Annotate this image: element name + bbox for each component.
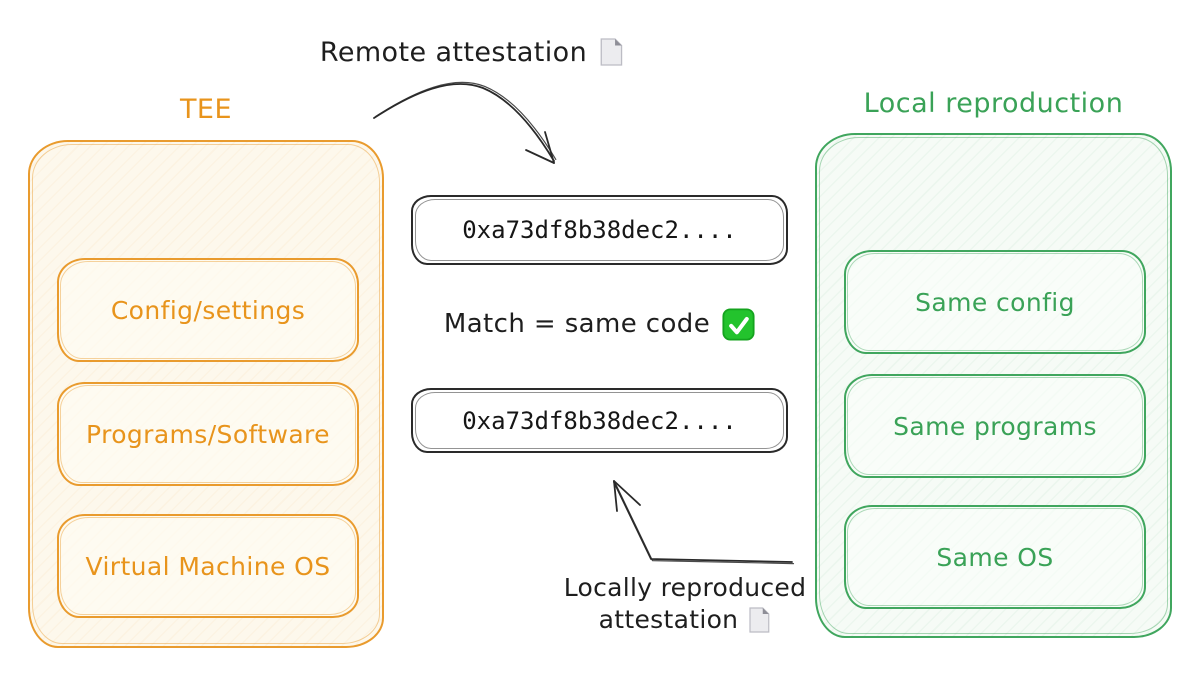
local-hash-value: 0xa73df8b38dec2.... bbox=[462, 406, 737, 435]
locally-reproduced-caption: Locally reproduced attestation bbox=[535, 572, 835, 636]
tee-item-vm-os: Virtual Machine OS bbox=[57, 514, 359, 618]
tee-item-config: Config/settings bbox=[57, 258, 359, 362]
tee-item-programs: Programs/Software bbox=[57, 382, 359, 486]
check-icon bbox=[722, 307, 755, 341]
tee-panel: Config/settings Programs/Software Virtua… bbox=[28, 140, 384, 648]
local-item-os-label: Same OS bbox=[936, 542, 1054, 572]
local-item-programs: Same programs bbox=[844, 374, 1146, 478]
local-item-os: Same OS bbox=[844, 505, 1146, 609]
remote-hash-value: 0xa73df8b38dec2.... bbox=[462, 216, 737, 244]
locally-reproduced-line1: Locally reproduced bbox=[563, 573, 807, 602]
tee-panel-title: TEE bbox=[179, 94, 233, 125]
local-panel-title: Local reproduction bbox=[863, 88, 1124, 119]
tee-item-vm-os-label: Virtual Machine OS bbox=[85, 551, 331, 581]
match-label: Match = same code bbox=[443, 309, 711, 339]
remote-attestation-label: Remote attestation bbox=[319, 36, 588, 68]
match-caption: Match = same code bbox=[401, 303, 798, 345]
local-hash-box: 0xa73df8b38dec2.... bbox=[411, 388, 788, 453]
local-item-config: Same config bbox=[844, 250, 1146, 354]
local-item-config-label: Same config bbox=[915, 287, 1075, 317]
locally-reproduced-arrow bbox=[613, 480, 795, 565]
remote-hash-box: 0xa73df8b38dec2.... bbox=[411, 195, 788, 265]
local-reproduction-panel: Same config Same programs Same OS bbox=[815, 133, 1172, 638]
locally-reproduced-line2: attestation bbox=[598, 605, 739, 634]
remote-attestation-caption: Remote attestation bbox=[302, 34, 642, 70]
tee-item-programs-label: Programs/Software bbox=[86, 419, 330, 449]
local-item-programs-label: Same programs bbox=[893, 411, 1097, 441]
page-icon bbox=[598, 37, 624, 67]
remote-attestation-arrow bbox=[373, 81, 557, 164]
page-icon bbox=[747, 606, 771, 634]
tee-item-config-label: Config/settings bbox=[110, 295, 306, 325]
